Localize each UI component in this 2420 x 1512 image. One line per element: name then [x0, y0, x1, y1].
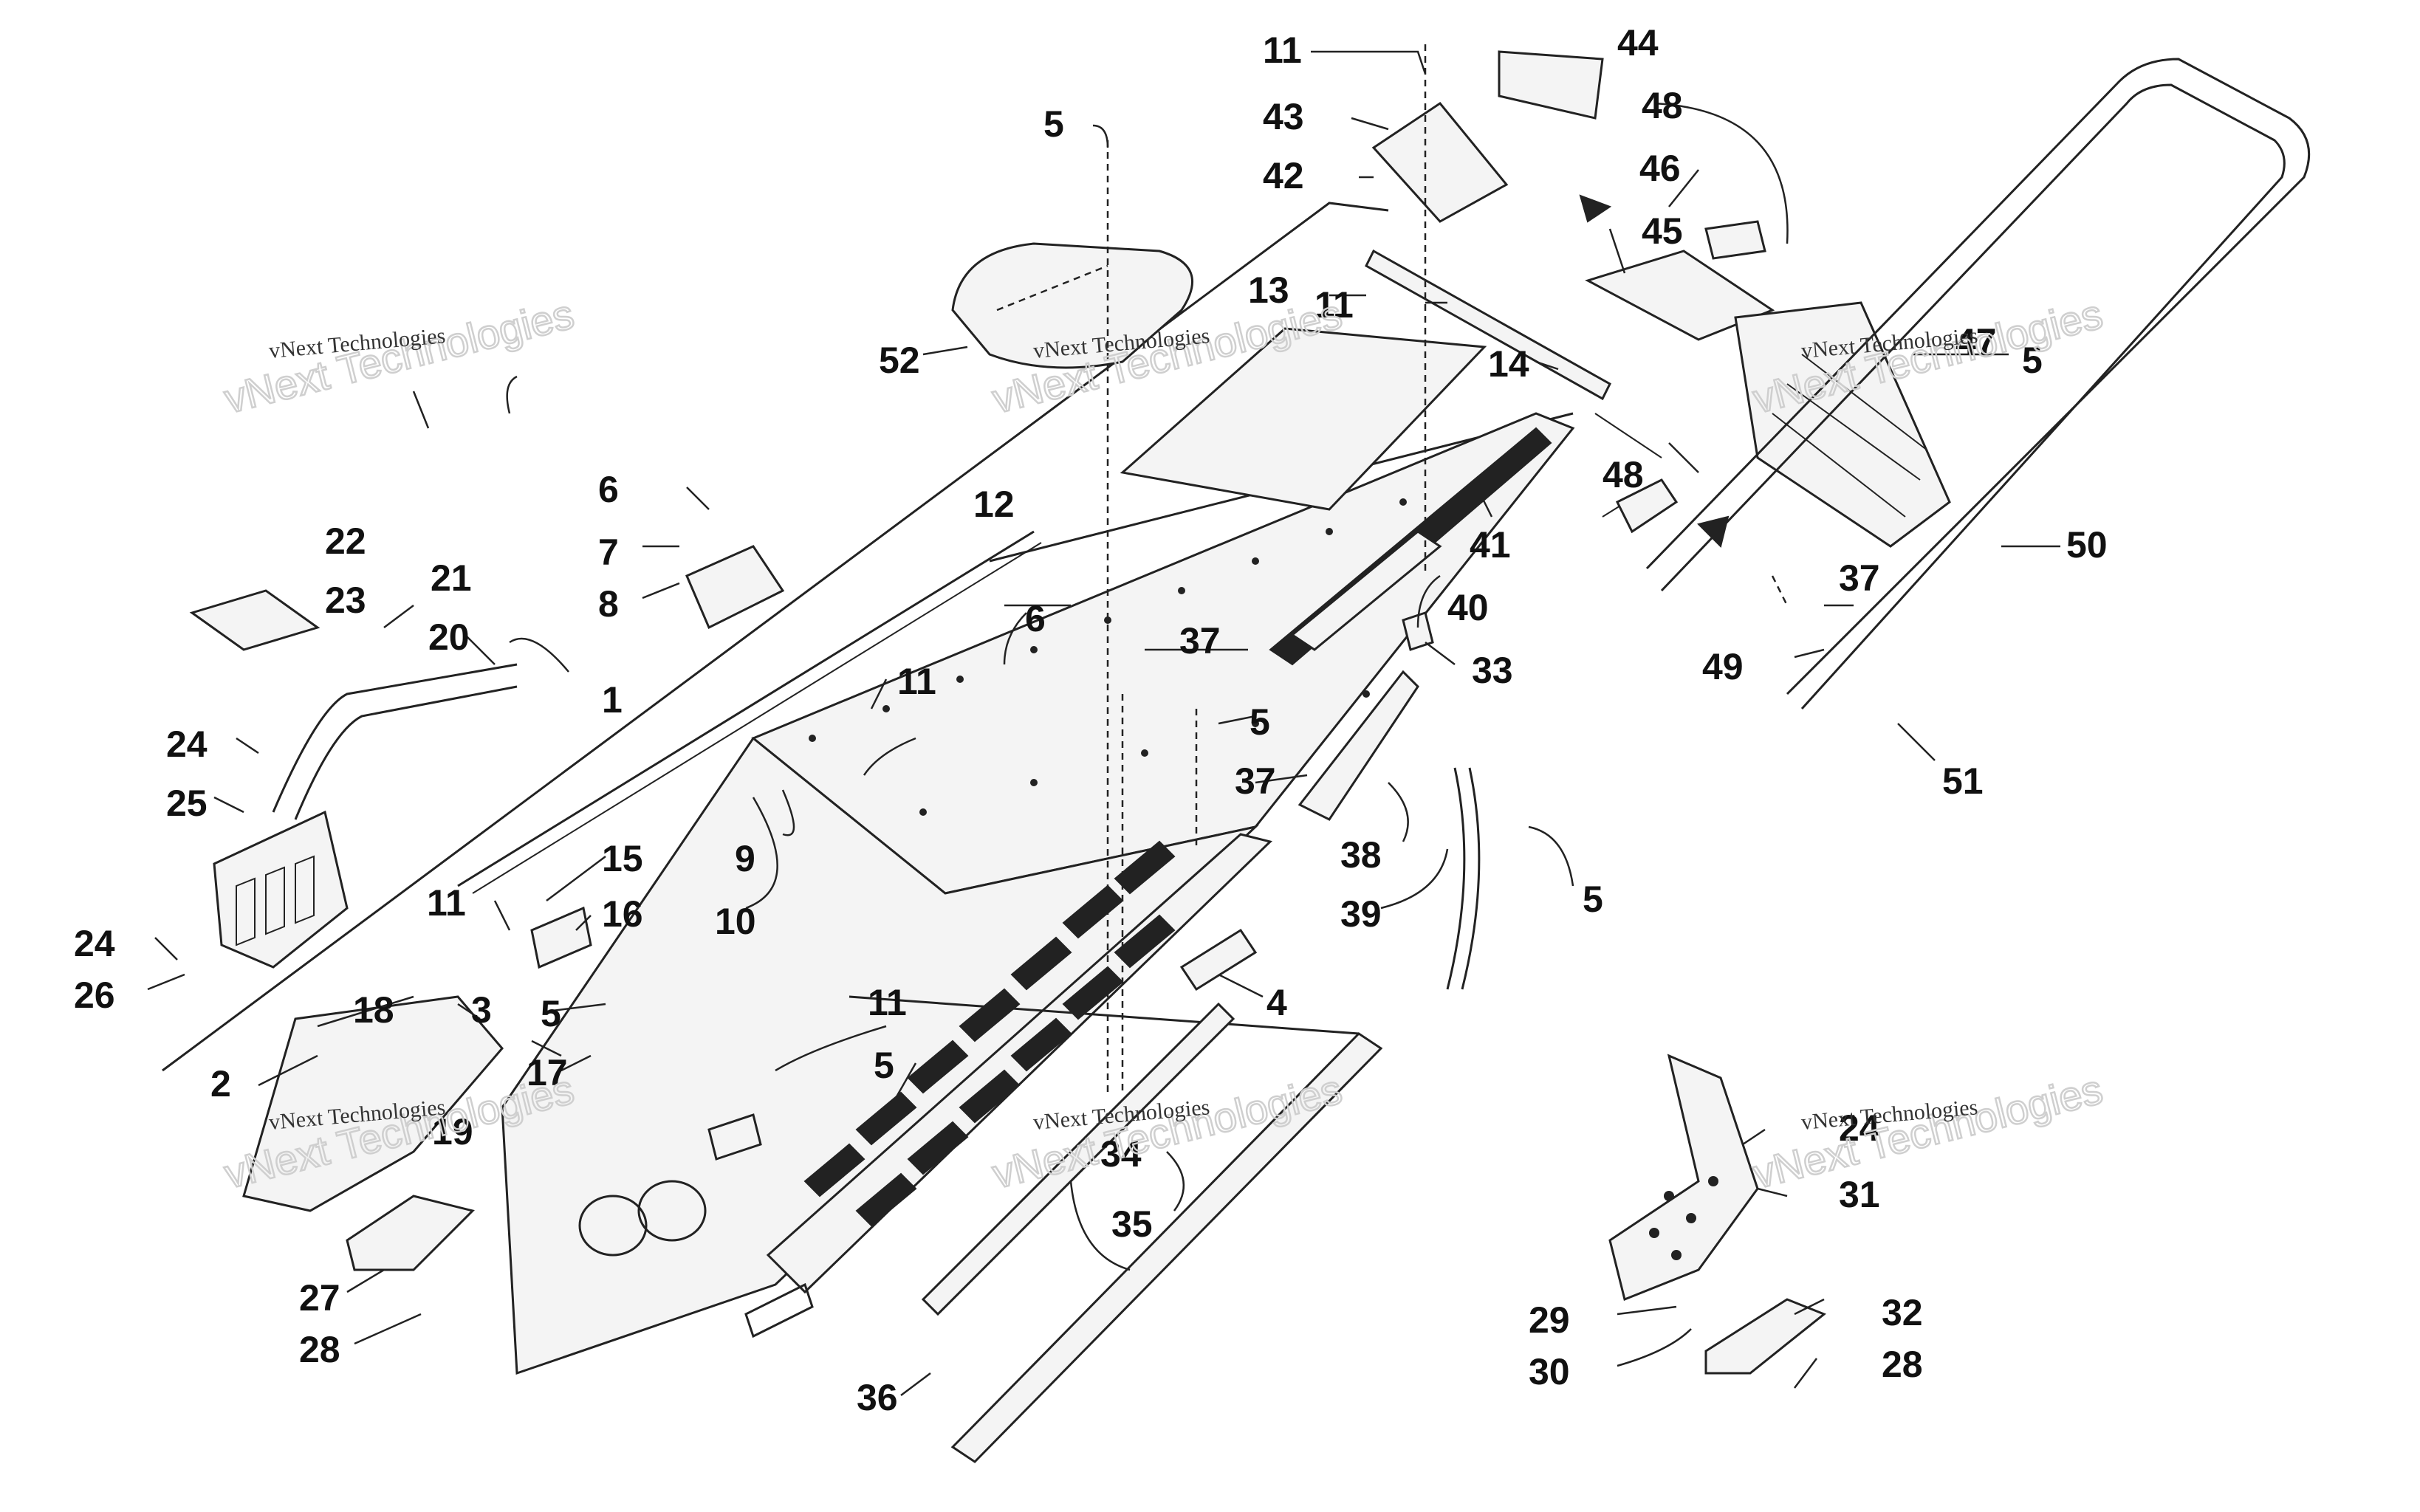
label-17: 17 — [527, 1052, 568, 1093]
label-6-left: 6 — [598, 469, 619, 510]
plate-27-drawing — [346, 1195, 475, 1271]
label-29: 29 — [1529, 1299, 1570, 1341]
label-46: 46 — [1639, 148, 1681, 189]
label-11-lower: 11 — [868, 982, 907, 1023]
label-18: 18 — [353, 989, 394, 1031]
bracket-42-drawing — [1371, 101, 1509, 223]
label-5-left: 5 — [541, 993, 561, 1034]
label-31: 31 — [1839, 1174, 1880, 1215]
strip-34-drawing — [921, 1002, 1235, 1316]
label-19: 19 — [432, 1111, 473, 1152]
running-board — [766, 833, 1272, 1294]
label-11-top: 11 — [1263, 30, 1302, 71]
label-7: 7 — [598, 532, 619, 573]
handle-drawing — [272, 663, 518, 820]
label-5-lower: 5 — [874, 1045, 894, 1086]
label-2: 2 — [210, 1063, 231, 1104]
footrest-holes — [1649, 1176, 1718, 1260]
seat-pad-52-drawing — [951, 242, 1193, 369]
label-51: 51 — [1942, 760, 1984, 802]
label-5-center: 5 — [1250, 701, 1270, 743]
label-21: 21 — [431, 557, 472, 599]
strap-39-drawing — [1446, 767, 1481, 990]
label-50: 50 — [2066, 524, 2108, 566]
flap-46-drawing — [1704, 220, 1766, 260]
label-5-strap: 5 — [1583, 879, 1603, 920]
label-48-left: 48 — [1603, 454, 1644, 495]
label-37-mid: 37 — [1235, 760, 1276, 802]
label-30: 30 — [1529, 1351, 1570, 1392]
label-6-center: 6 — [1025, 598, 1046, 639]
cover-22-drawing — [189, 589, 321, 651]
label-28-right: 28 — [1882, 1344, 1923, 1385]
label-3: 3 — [471, 989, 492, 1031]
label-23: 23 — [325, 580, 366, 621]
label-49: 49 — [1702, 646, 1744, 687]
label-48-top: 48 — [1642, 85, 1683, 126]
rear-bumper-50-drawing — [1645, 58, 2311, 695]
label-4: 4 — [1266, 982, 1287, 1023]
label-34: 34 — [1100, 1133, 1142, 1175]
callout-leaders — [147, 50, 2060, 1396]
rail-14-drawing — [1365, 249, 1611, 401]
label-11-upper: 11 — [1314, 284, 1354, 326]
bracket-drawing — [213, 810, 349, 969]
bracket-4-drawing — [1179, 928, 1258, 992]
label-45: 45 — [1642, 210, 1683, 252]
label-44: 44 — [1617, 22, 1659, 63]
label-47: 47 — [1955, 321, 1997, 362]
label-12: 12 — [973, 484, 1015, 525]
tunnel-drawing — [162, 202, 1575, 1375]
label-52: 52 — [879, 340, 920, 381]
label-28-left: 28 — [299, 1329, 340, 1370]
label-37-center: 37 — [1179, 620, 1221, 662]
flap-45-drawing — [1585, 250, 1775, 341]
label-15: 15 — [602, 838, 643, 879]
label-22: 22 — [325, 520, 366, 562]
label-13: 13 — [1248, 269, 1289, 311]
label-24-upper: 24 — [166, 724, 208, 765]
label-16: 16 — [602, 893, 643, 935]
label-5-right: 5 — [2022, 340, 2043, 381]
label-27: 27 — [299, 1277, 340, 1319]
label-36: 36 — [857, 1377, 898, 1418]
plate-38-drawing — [1298, 670, 1419, 821]
label-32: 32 — [1882, 1292, 1923, 1333]
label-25: 25 — [166, 783, 208, 824]
label-5-top: 5 — [1043, 103, 1064, 145]
label-42: 42 — [1263, 155, 1304, 196]
label-24-right: 24 — [1839, 1107, 1880, 1149]
callout-labels: 1 2 3 4 5 5 5 5 5 5 6 6 7 8 9 10 11 11 1… — [74, 22, 2108, 1418]
bracket-44-drawing — [1498, 50, 1604, 120]
tube-35-drawing — [950, 1032, 1383, 1463]
module-16-drawing — [530, 906, 592, 969]
label-35: 35 — [1111, 1203, 1153, 1245]
label-10: 10 — [715, 901, 756, 942]
label-40: 40 — [1447, 587, 1489, 628]
label-24-lower: 24 — [74, 923, 115, 964]
label-41: 41 — [1470, 524, 1511, 566]
label-26: 26 — [74, 975, 115, 1016]
label-11-center: 11 — [897, 661, 936, 702]
front-bumper-drawing — [242, 995, 504, 1212]
label-1: 1 — [602, 679, 623, 721]
label-33: 33 — [1472, 650, 1513, 691]
bracket-8-drawing — [685, 545, 785, 630]
label-38: 38 — [1340, 834, 1382, 876]
rivet-holes — [809, 498, 1407, 816]
label-9: 9 — [735, 838, 755, 879]
plate-32-drawing — [1704, 1298, 1826, 1375]
label-37-right: 37 — [1839, 557, 1880, 599]
label-43: 43 — [1263, 96, 1304, 137]
label-39: 39 — [1340, 893, 1382, 935]
label-14: 14 — [1488, 343, 1529, 385]
label-8: 8 — [598, 583, 619, 625]
label-11-left: 11 — [427, 882, 466, 924]
footrest-29-drawing — [1608, 1054, 1759, 1302]
label-20: 20 — [428, 616, 470, 658]
